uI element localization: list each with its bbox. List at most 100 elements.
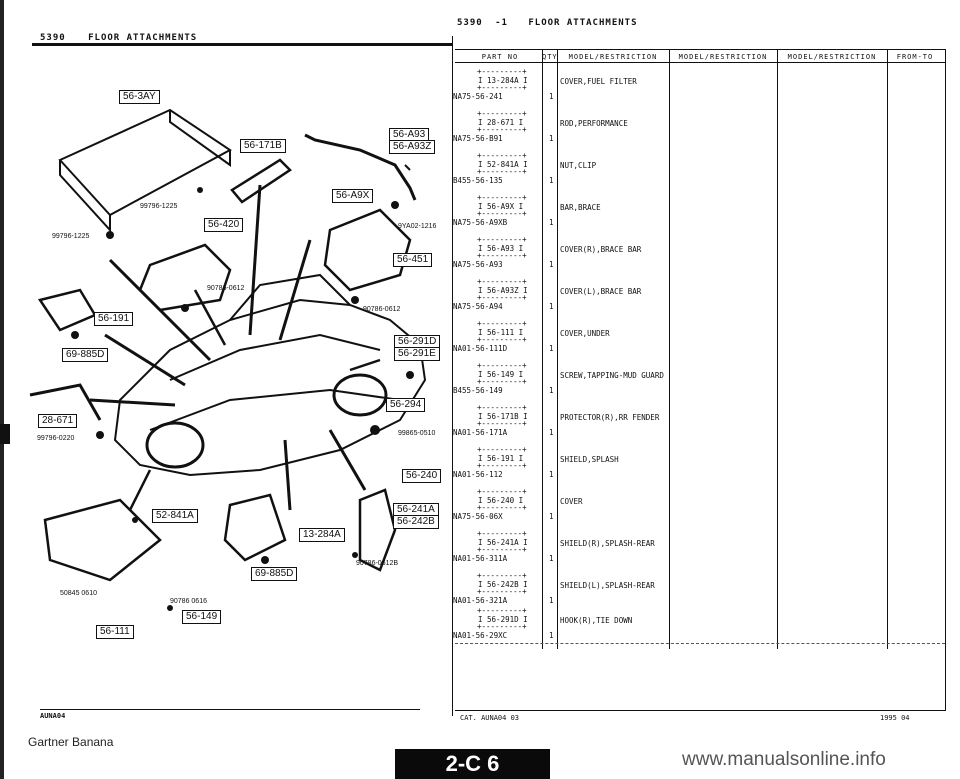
part-number-annotation: 90786-0612 xyxy=(363,306,401,313)
part-qty: 1 xyxy=(549,470,554,479)
part-number: NA01-56-311A xyxy=(453,554,508,563)
callout-label: 56-240 xyxy=(402,469,442,483)
part-description: SHIELD(L),SPLASH-REAR xyxy=(560,581,655,590)
part-row: +---------+ I 56-171B I +---------+ NA01… xyxy=(453,403,943,445)
part-qty: 1 xyxy=(549,92,554,101)
part-qty: 1 xyxy=(549,554,554,563)
part-number-annotation: 99796-0220 xyxy=(37,435,75,442)
part-number: NA01-56-111D xyxy=(453,344,508,353)
part-number-annotation: 90786 0616 xyxy=(170,598,207,605)
part-row: +---------+ I 56-A93Z I +---------+ NA75… xyxy=(453,277,943,319)
part-description: PROTECTOR(R),RR FENDER xyxy=(560,413,660,422)
callout-label: 56-A9X xyxy=(332,189,374,203)
part-row: +---------+ I 13-284A I +---------+ NA75… xyxy=(453,67,943,109)
binder-mark xyxy=(0,424,10,444)
callout-label: 56-291E xyxy=(394,347,440,361)
part-number-annotation: 99796-1225 xyxy=(52,233,90,240)
callout-label: 56-149 xyxy=(182,610,222,624)
page-divider xyxy=(452,36,453,716)
part-row: +---------+ I 56-191 I +---------+ NA01-… xyxy=(453,445,943,487)
engine-cover xyxy=(138,243,232,312)
part-description: SCREW,TAPPING-MUD GUARD xyxy=(560,371,664,380)
part-number: NA75-56-241 xyxy=(453,92,503,101)
under-cover xyxy=(43,498,162,582)
part-qty: 1 xyxy=(549,386,554,395)
part-row: +---------+ I 56-A93 I +---------+ NA75-… xyxy=(453,235,943,277)
left-header: 5390 FLOOR ATTACHMENTS xyxy=(40,33,197,43)
part-qty: 1 xyxy=(549,260,554,269)
part-number: NA75-56-06X xyxy=(453,512,503,521)
part-row: +---------+ I 56-111 I +---------+ NA01-… xyxy=(453,319,943,361)
callout-label: 56-171B xyxy=(240,139,286,153)
part-description: COVER(L),BRACE BAR xyxy=(560,287,642,296)
col-header-model-2: MODEL/RESTRICTION xyxy=(678,53,768,61)
part-row: +---------+ I 52-841A I +---------+ B455… xyxy=(453,151,943,193)
part-description: COVER xyxy=(560,497,583,506)
col-sep-5 xyxy=(887,49,888,649)
footer-left-code: AUNA04 xyxy=(40,712,66,720)
part-row: +---------+ I 56-242B I +---------+ NA01… xyxy=(453,571,943,613)
part-code: 56-A93Z xyxy=(487,286,519,295)
part-qty: 1 xyxy=(549,134,554,143)
part-qty: 1 xyxy=(549,302,554,311)
part-code: 56-291D xyxy=(487,615,519,624)
callout-label: 56-3AY xyxy=(119,90,160,104)
part-description: HOOK(R),TIE DOWN xyxy=(560,616,633,625)
part-number: NA75-56-A94 xyxy=(453,302,503,311)
part-row: +---------+ I 56-241A I +---------+ NA01… xyxy=(453,529,943,571)
col-sep-3 xyxy=(669,49,670,649)
part-description: SHIELD(R),SPLASH-REAR xyxy=(560,539,655,548)
callout-label: 56-451 xyxy=(393,253,433,267)
part-number: NA01-56-171A xyxy=(453,428,508,437)
callout-label: 56-111 xyxy=(96,625,134,639)
brace-bar-rear xyxy=(58,108,232,217)
part-qty: 1 xyxy=(549,631,554,640)
left-section-number: 5390 xyxy=(40,33,66,43)
table-end-rule xyxy=(455,643,945,644)
part-description: SHIELD,SPLASH xyxy=(560,455,619,464)
part-qty: 1 xyxy=(549,344,554,353)
part-number-annotation: 99796-1225 xyxy=(140,203,178,210)
part-qty: 1 xyxy=(549,596,554,605)
part-number: B455-56-149 xyxy=(453,386,503,395)
watermark-text: www.manualsonline.info xyxy=(682,749,886,770)
callout-label: 52-841A xyxy=(152,509,198,523)
part-row: +---------+ I 56-240 I +---------+ NA75-… xyxy=(453,487,943,529)
left-header-title: FLOOR ATTACHMENTS xyxy=(88,33,198,43)
part-number: NA01-56-321A xyxy=(453,596,508,605)
part-description: COVER,FUEL FILTER xyxy=(560,77,637,86)
callout-label: 56-191 xyxy=(94,312,134,326)
part-number-annotation: 99865-0510 xyxy=(398,430,436,437)
part-code: 56-111 xyxy=(487,328,515,337)
part-description: COVER(R),BRACE BAR xyxy=(560,245,642,254)
parts-table xyxy=(455,49,946,711)
part-code: 13-284A xyxy=(487,76,519,85)
col-header-qty: QTY xyxy=(542,53,558,61)
part-number: NA75-56-B91 xyxy=(453,134,503,143)
brand-text: Gartner Banana xyxy=(28,735,114,749)
footer-catalog: CAT. AUNA04 03 xyxy=(460,714,520,722)
part-description: BAR,BRACE xyxy=(560,203,601,212)
table-header-rule xyxy=(455,62,945,63)
col-header-model-3: MODEL/RESTRICTION xyxy=(787,53,877,61)
part-number: NA75-56-A93 xyxy=(453,260,503,269)
part-row: +---------+ I 56-A9X I +---------+ NA75-… xyxy=(453,193,943,235)
part-code: 52-841A xyxy=(487,160,519,169)
right-shield xyxy=(323,208,412,292)
right-header-title: FLOOR ATTACHMENTS xyxy=(528,18,638,28)
part-code: 56-A9X xyxy=(487,202,515,211)
page-code: 2-C 6 xyxy=(445,751,500,776)
part-qty: 1 xyxy=(549,428,554,437)
part-description: ROD,PERFORMANCE xyxy=(560,119,628,128)
part-number: B455-56-135 xyxy=(453,176,503,185)
callout-label: 56-294 xyxy=(386,398,426,412)
callout-label: 28-671 xyxy=(38,414,78,428)
callout-label: 56-420 xyxy=(204,218,244,232)
part-code: 56-A93 xyxy=(487,244,515,253)
footer-rule xyxy=(40,709,420,710)
right-section-suffix: -1 xyxy=(495,18,508,28)
brace-bar-right xyxy=(304,133,417,201)
part-description: NUT,CLIP xyxy=(560,161,597,170)
part-qty: 1 xyxy=(549,512,554,521)
col-header-model-1: MODEL/RESTRICTION xyxy=(568,53,658,61)
